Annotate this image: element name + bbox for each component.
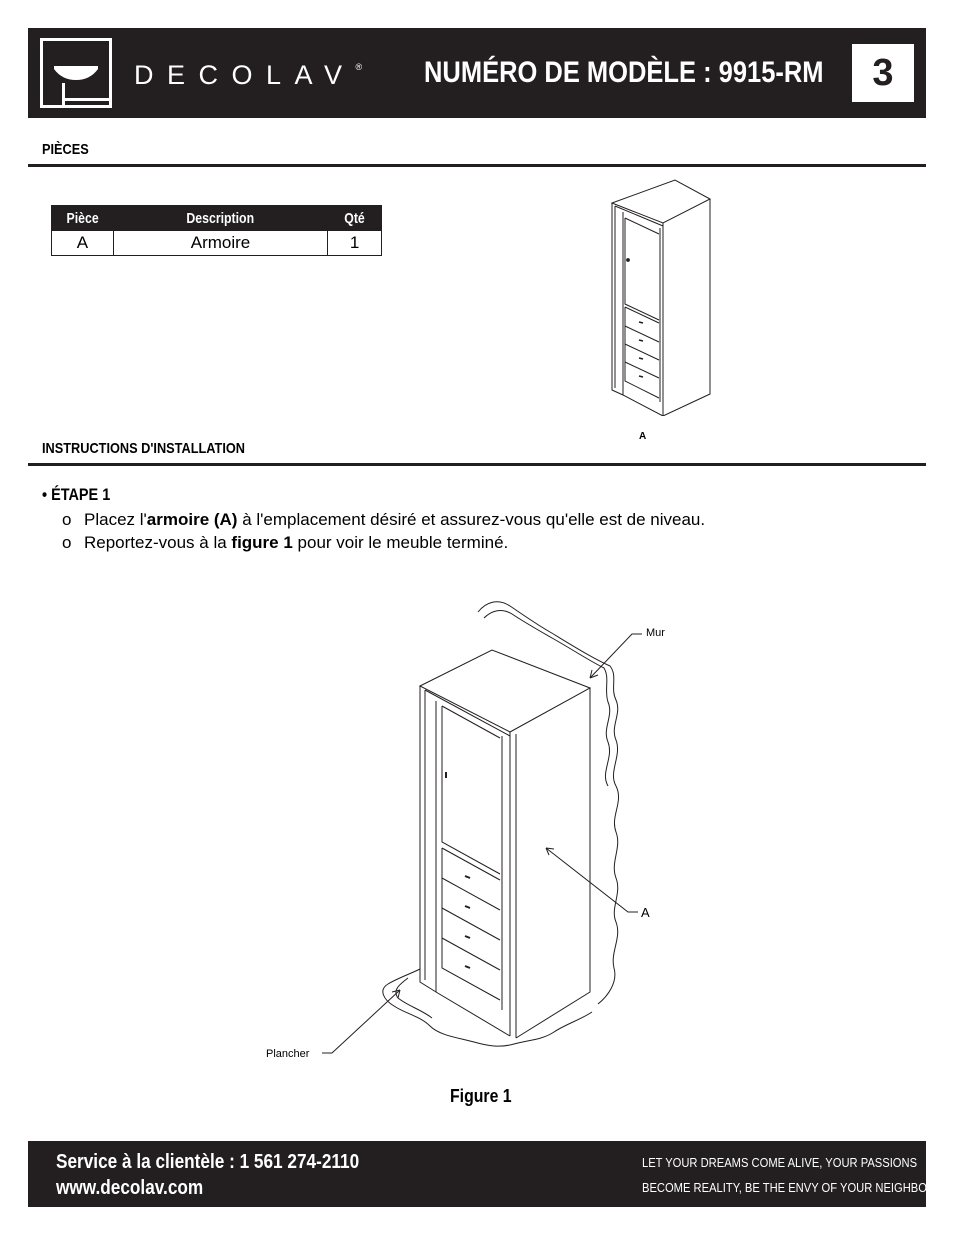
illustration-label-a: A	[639, 431, 647, 442]
parts-table-header: Qté	[327, 205, 382, 231]
decolav-logo-icon	[40, 38, 112, 108]
installation-heading: INSTRUCTIONS D'INSTALLATION	[42, 440, 246, 457]
brand-name: DECOLAV®	[134, 60, 363, 90]
parts-heading: PIÈCES	[42, 141, 89, 158]
page-footer: Service à la clientèle : 1 561 274-2110 …	[28, 1141, 948, 1207]
figure-label-wall: Mur	[646, 627, 665, 639]
table-cell-quantity: 1	[327, 230, 382, 256]
parts-table-header-row: Pièce Description Qté	[51, 205, 382, 231]
parts-table-header: Pièce	[51, 205, 114, 231]
figure-1-illustration	[260, 596, 680, 1076]
parts-table: Pièce Description Qté A Armoire 1	[51, 205, 382, 256]
model-title: NUMÉRO DE MODÈLE : 9915-RM	[424, 56, 824, 89]
registered-mark: ®	[355, 62, 363, 72]
figure-label-a: A	[641, 905, 650, 920]
table-cell-part: A	[51, 230, 114, 256]
bullet-mark: o	[62, 533, 72, 552]
customer-service-phone: Service à la clientèle : 1 561 274-2110	[56, 1151, 360, 1173]
section-divider	[28, 463, 926, 466]
tagline-line-1: LET YOUR DREAMS COME ALIVE, YOUR PASSION…	[642, 1155, 918, 1170]
table-row: A Armoire 1	[51, 230, 382, 256]
table-cell-description: Armoire	[112, 230, 329, 256]
page-number: 3	[852, 44, 914, 102]
website-link[interactable]: www.decolav.com	[56, 1177, 204, 1199]
page-header: DECOLAV® NUMÉRO DE MODÈLE : 9915-RM 3	[28, 28, 926, 118]
cabinet-illustration-small	[606, 176, 716, 417]
section-divider	[28, 164, 926, 167]
tagline-line-2: BECOME REALITY, BE THE ENVY OF YOUR NEIG…	[642, 1180, 948, 1195]
step-title: • ÉTAPE 1	[42, 485, 111, 504]
bullet-mark: o	[62, 510, 72, 529]
parts-table-header: Description	[112, 205, 329, 231]
figure-label-floor: Plancher	[266, 1048, 310, 1060]
registered-mark: ®	[942, 1180, 948, 1189]
figure-caption: Figure 1	[450, 1086, 512, 1106]
